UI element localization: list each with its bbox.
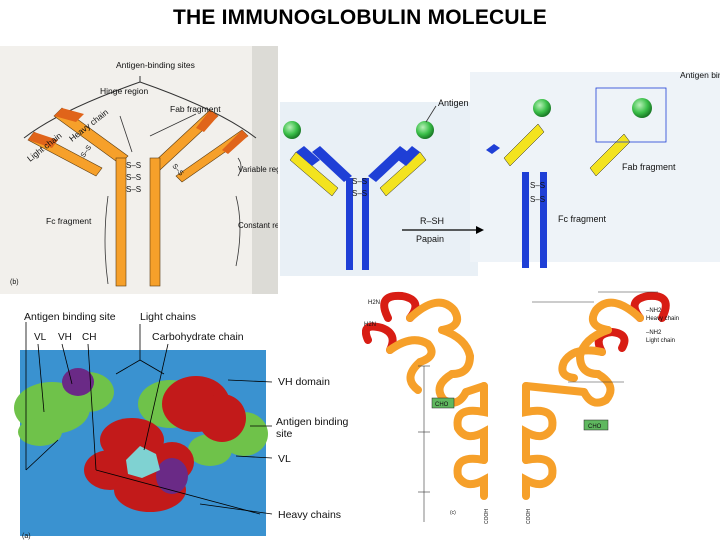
- light-variable-loop-right: [594, 327, 629, 356]
- antibody-regions-diagram: S–S S–S S–S S–S S–S Antigen-binding site…: [10, 46, 278, 294]
- light-chain-left-arm: [27, 131, 103, 177]
- fab-fragment-left: [486, 99, 551, 167]
- c-terminus-label: COOH: [484, 509, 490, 524]
- ch2-loop-right: [522, 382, 557, 464]
- vl-right-label: VL: [278, 453, 291, 465]
- antigen-sphere: [283, 121, 301, 139]
- cho-label: CHO: [435, 402, 449, 408]
- ch-label: CH: [82, 332, 96, 343]
- fc-stem-left: [115, 157, 127, 287]
- panel-domain-structure: CHO CHO H2N H2N –NH2 Heavy chain –NH2 Li…: [362, 282, 688, 524]
- light-chains-label: Light chains: [140, 311, 196, 323]
- n-terminus-label: –NH2: [646, 308, 662, 314]
- fab-fragment-right: [580, 87, 667, 177]
- panel-antibody-regions: S–S S–S S–S S–S S–S Antigen-binding site…: [0, 46, 278, 294]
- vh-label: VH: [58, 332, 72, 343]
- ch3-loop-right: [522, 454, 557, 500]
- vl-label: VL: [34, 332, 47, 343]
- fab-fragment-label: Fab fragment: [170, 104, 221, 114]
- c-terminus-label: COOH: [526, 509, 532, 524]
- cho-box-left: [431, 397, 455, 409]
- panel-letter: (c): [450, 510, 456, 516]
- disulfide-bond: S–S: [352, 177, 367, 186]
- n-terminus-label: H2N: [368, 300, 380, 306]
- page-title: THE IMMUNOGLOBULIN MOLECULE: [172, 6, 548, 29]
- n-terminus-label: –NH2: [646, 330, 662, 336]
- ch2-loop-left: [453, 382, 488, 464]
- cho-label: CHO: [588, 424, 602, 430]
- heavy-chains-label: Heavy chains: [278, 509, 341, 521]
- space-filling-diagram: Antigen binding site Light chains Carboh…: [14, 311, 349, 540]
- binding-site-box: [595, 87, 667, 143]
- light-variable-loop-left: [362, 322, 397, 354]
- disulfide-bond: S–S: [352, 189, 367, 198]
- constant-region-label: Constant region: [238, 221, 278, 230]
- panel-papain-cleavage: S–S S–S Antigen R–SH Papain Antigen bind…: [280, 62, 720, 276]
- ch3-loop-left: [453, 454, 488, 500]
- heavy-chain-label: Heavy chain: [646, 316, 679, 322]
- light-chain-label: Light chain: [646, 338, 675, 344]
- n-terminus-label: H2N: [364, 322, 376, 328]
- disulfide-bond: S–S: [126, 173, 141, 182]
- carbohydrate-chain-label: Carbohydrate chain: [152, 331, 244, 343]
- disulfide-bond: S–S: [126, 161, 141, 170]
- enzyme-label: Papain: [416, 234, 444, 244]
- fab-fragment-label: Fab fragment: [622, 162, 676, 172]
- variable-region-label: Variable region: [238, 165, 278, 174]
- antigen-binding-site-label: Antigen binding site: [24, 311, 116, 323]
- fc-stem-right: [149, 157, 161, 287]
- antigen-binding-site-right-label: Antigen binding site: [276, 416, 349, 440]
- disulfide-bond: S–S: [80, 144, 94, 159]
- light-chain-right-arm: [175, 129, 249, 183]
- intact-antibody: S–S S–S: [283, 105, 437, 270]
- carbohydrate-chain: [126, 446, 160, 478]
- fc-fragment-label: Fc fragment: [558, 214, 607, 224]
- hinge-region-label: Hinge region: [100, 86, 148, 96]
- antigen-label: Antigen: [438, 98, 469, 108]
- fc-fragment-label: Fc fragment: [46, 216, 92, 226]
- antigen-sphere: [416, 121, 434, 139]
- light-chain-spheres: [14, 372, 268, 466]
- vh-domain-label: VH domain: [278, 376, 330, 388]
- panel-space-filling-model: Antigen binding site Light chains Carboh…: [0, 300, 362, 540]
- panel-letter: (b): [10, 279, 19, 286]
- disulfide-bond: S–S: [126, 185, 141, 194]
- cho-box-right: [583, 419, 609, 431]
- antigen-binding-site-label: Antigen binding site: [680, 70, 720, 80]
- antigen-binding-sites-label: Antigen-binding sites: [116, 60, 195, 70]
- panel-letter: (a): [22, 533, 31, 540]
- fc-fragment: S–S S–S: [522, 172, 547, 268]
- papain-cleavage-diagram: S–S S–S Antigen R–SH Papain Antigen bind…: [280, 70, 720, 276]
- svg-text:S–S: S–S: [530, 181, 545, 190]
- svg-text:S–S: S–S: [530, 195, 545, 204]
- domain-structure-diagram: CHO CHO H2N H2N –NH2 Heavy chain –NH2 Li…: [362, 291, 679, 524]
- reagent-label: R–SH: [420, 216, 444, 226]
